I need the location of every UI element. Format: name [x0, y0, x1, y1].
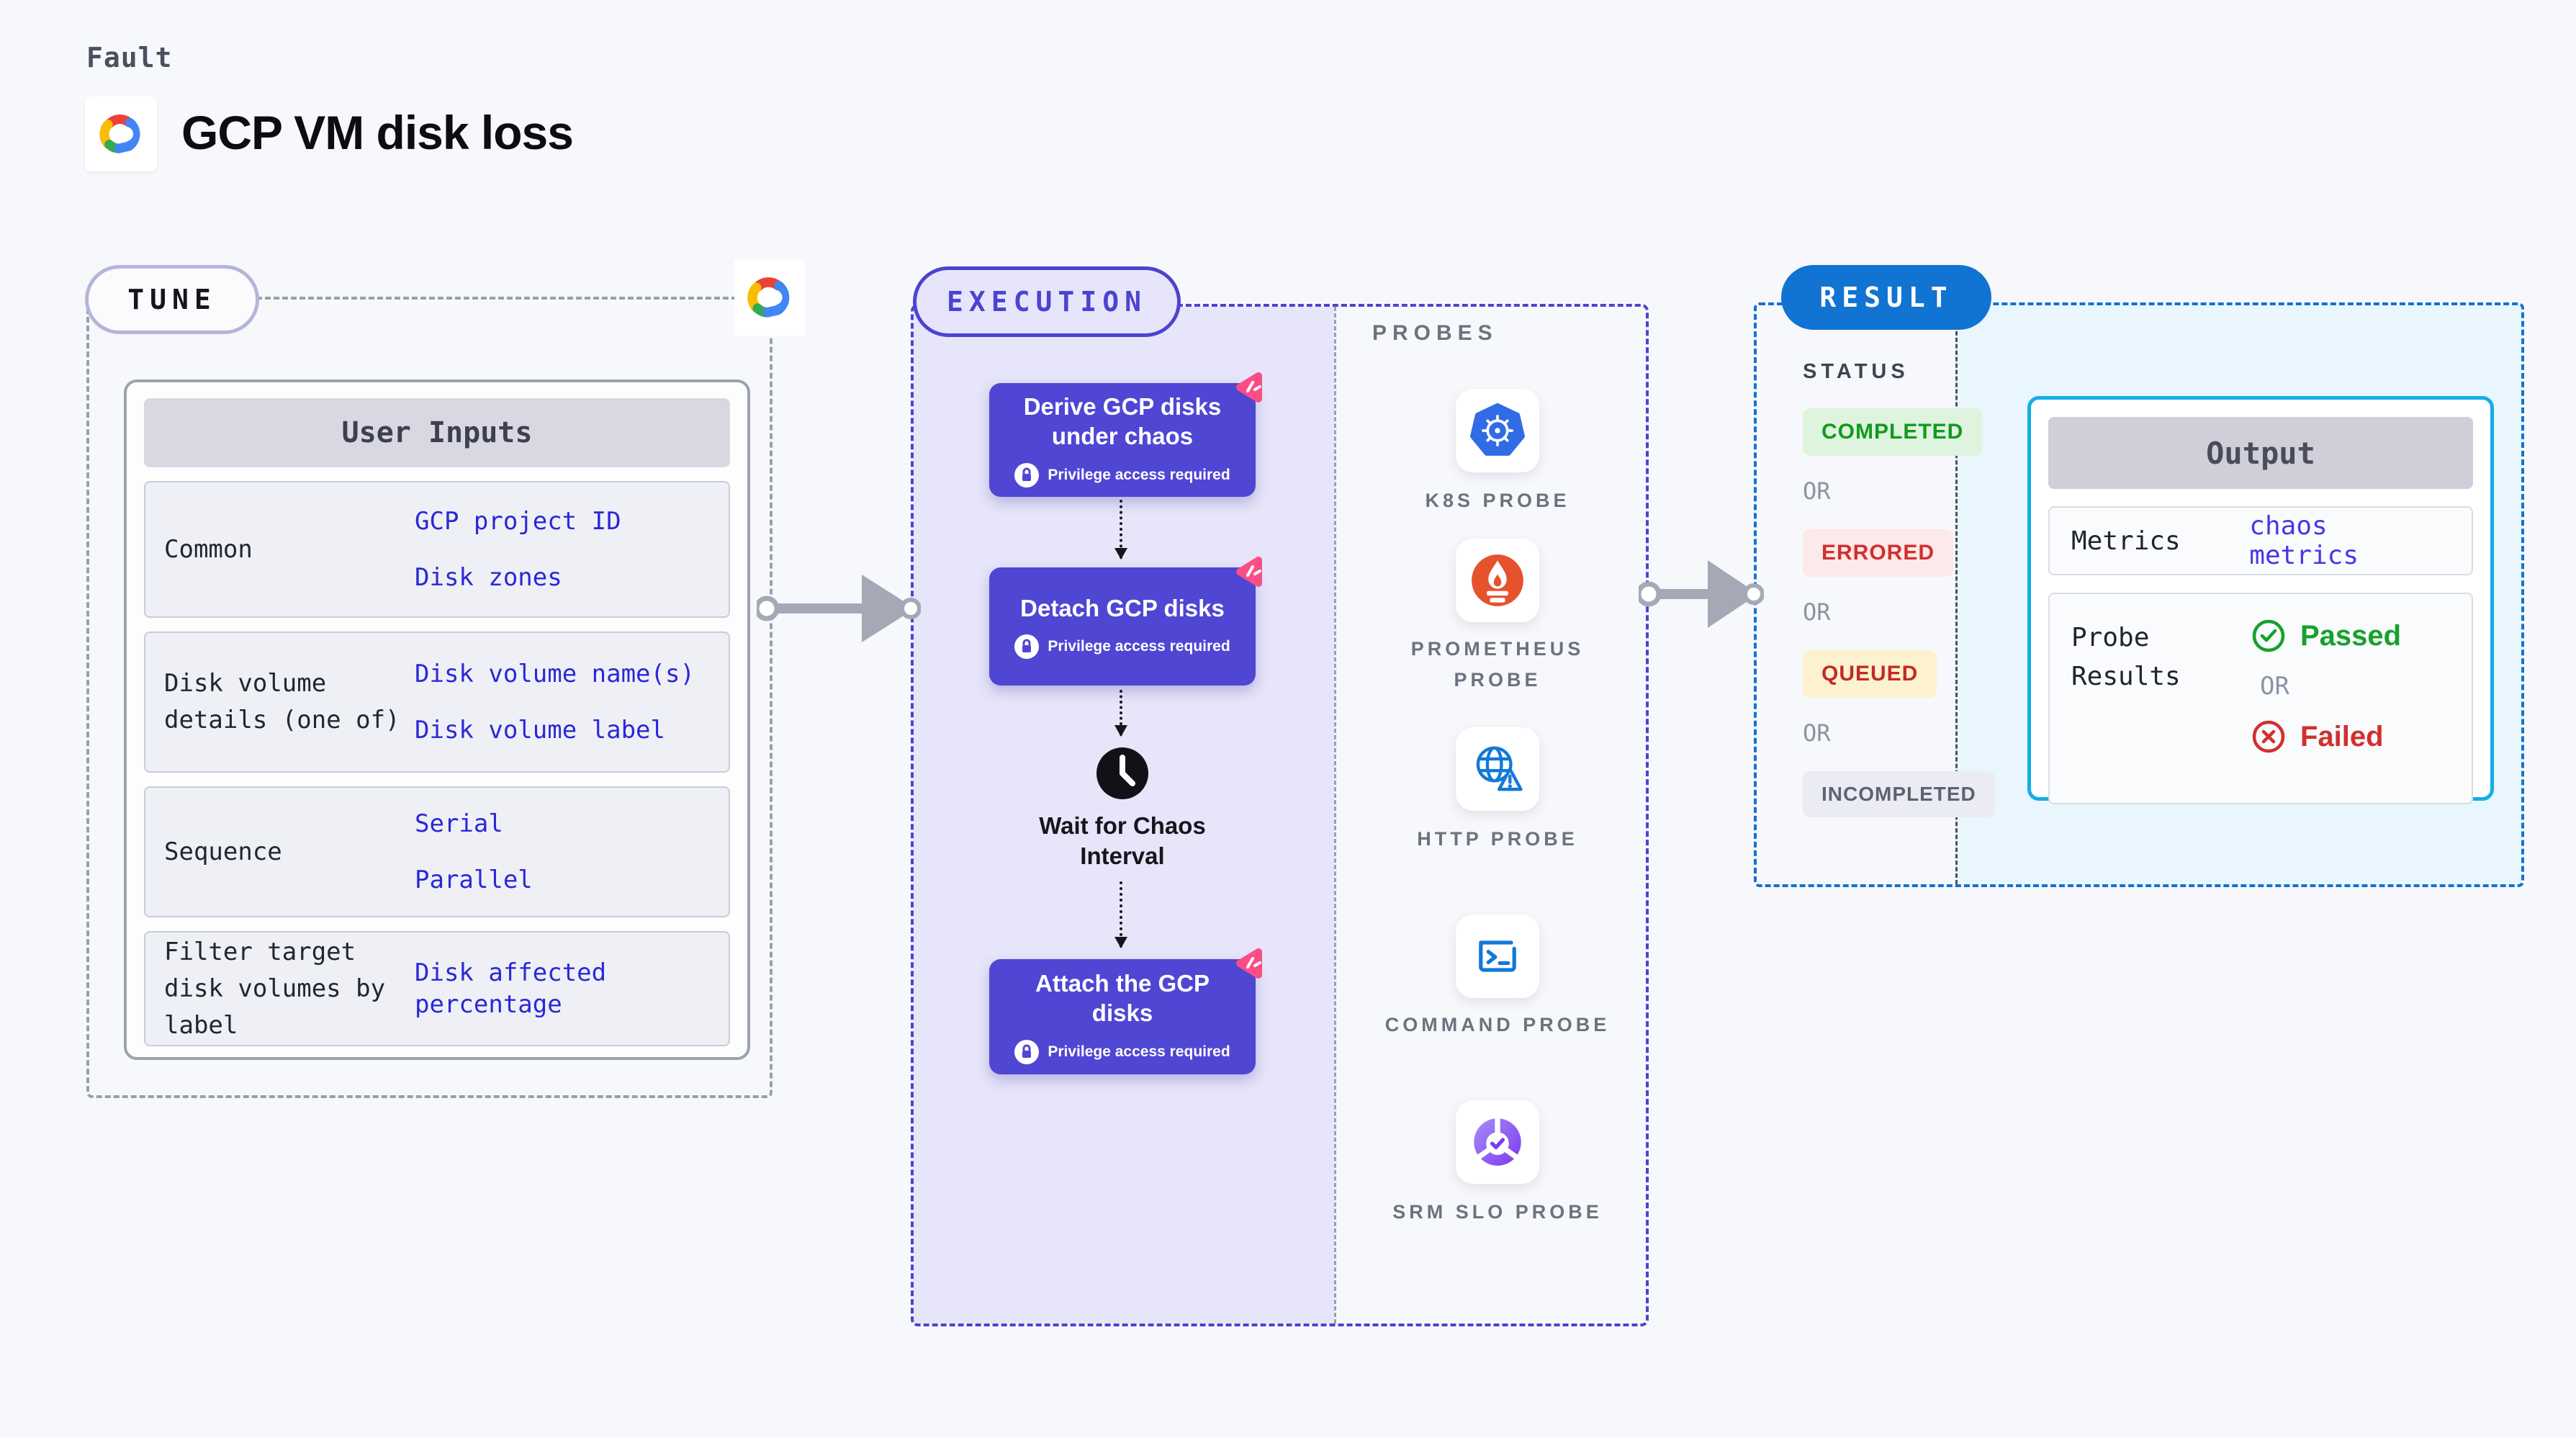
probe-tile-prometheus	[1456, 539, 1539, 622]
prometheus-icon	[1472, 554, 1523, 606]
or-separator: OR	[1803, 719, 1831, 747]
row-label: Sequence	[164, 837, 282, 866]
row-label: Disk volume details (one of)	[164, 669, 400, 734]
lock-icon	[1014, 634, 1040, 660]
row-values: Disk volume name(s) Disk volume label	[402, 658, 710, 746]
row-value: GCP project ID	[415, 506, 621, 536]
status-label: STATUS	[1803, 360, 1909, 383]
step-title: Attach the GCP disks	[1035, 970, 1210, 1026]
metrics-label: Metrics	[2071, 526, 2181, 556]
status-badge-errored: ERRORED	[1803, 529, 1954, 577]
tune-pill: TUNE	[85, 265, 259, 334]
privilege-label: Privilege access required	[1048, 466, 1230, 483]
user-inputs-header: User Inputs	[144, 398, 730, 467]
probe-tile-k8s	[1456, 389, 1539, 472]
failed-label: Failed	[2300, 720, 2384, 752]
probe-results-label: Probe Results	[2071, 623, 2181, 691]
gcp-cloud-icon	[99, 114, 140, 153]
privilege-row: Privilege access required	[1014, 634, 1230, 660]
step-title: Derive GCP disks under chaos	[1023, 393, 1222, 449]
row-value: Parallel	[415, 866, 533, 894]
probe-results-values: Passed OR Failed	[2251, 619, 2401, 803]
privilege-row: Privilege access required	[1014, 462, 1230, 487]
table-row: Common GCP project ID Disk zones	[144, 481, 730, 618]
status-badge-incompleted: INCOMPLETED	[1803, 771, 1995, 817]
probe-label: COMMAND PROBE	[1384, 1014, 1611, 1035]
gcp-corner-tile	[734, 259, 805, 336]
step-detach-gcp-disks: Detach GCP disks Privilege access requir…	[989, 557, 1262, 686]
row-value: Disk zones	[415, 563, 562, 592]
passed-label: Passed	[2300, 619, 2402, 652]
probe-label: SRM SLO PROBE	[1392, 1201, 1603, 1223]
tune-section-box	[86, 297, 773, 1098]
table-row: Sequence Serial Parallel	[144, 786, 730, 917]
step-derive-gcp-disks: Derive GCP disks under chaos Privilege a…	[989, 372, 1262, 497]
probe-tile-http	[1456, 727, 1539, 811]
privilege-label: Privilege access required	[1048, 1043, 1230, 1060]
privilege-row: Privilege access required	[1014, 1039, 1230, 1064]
row-label: Common	[164, 534, 253, 564]
status-badge-completed: COMPLETED	[1803, 408, 1983, 456]
row-value: Disk volume name(s)	[415, 659, 695, 688]
or-separator: OR	[1803, 598, 1831, 626]
probes-section-label: PROBES	[1372, 321, 1498, 345]
user-inputs-card: User Inputs Common GCP project ID Disk z…	[124, 379, 750, 1060]
step-connector-arrow	[1114, 500, 1127, 560]
wait-for-chaos-label: Wait for Chaos Interval	[1039, 812, 1206, 870]
or-separator: OR	[2260, 672, 2289, 701]
probe-label: HTTP PROBE	[1417, 828, 1578, 850]
privilege-label: Privilege access required	[1048, 638, 1230, 655]
terminal-icon	[1479, 940, 1516, 972]
or-separator: OR	[1803, 477, 1831, 505]
row-value: Serial	[415, 809, 503, 838]
fault-kicker: Fault	[86, 42, 173, 73]
failed-result: Failed	[2251, 719, 2401, 754]
step-title: Detach GCP disks	[1020, 594, 1225, 621]
row-values: GCP project ID Disk zones	[402, 505, 710, 593]
status-column: STATUS COMPLETED OR ERRORED OR QUEUED OR…	[1803, 360, 1995, 817]
metrics-value: chaos metrics	[2249, 511, 2359, 570]
slo-chart-icon	[1474, 1115, 1521, 1166]
x-circle-icon	[2252, 720, 2285, 753]
row-label: Filter target disk volumes by label	[164, 937, 386, 1040]
step-connector-arrow	[1114, 690, 1127, 737]
probe-tile-command	[1456, 915, 1539, 998]
execution-pill: EXECUTION	[913, 266, 1181, 337]
row-values: Disk affected percentage	[402, 957, 710, 1020]
table-row: Filter target disk volumes by label Disk…	[144, 931, 730, 1046]
chaos-badge-icon	[1236, 372, 1262, 403]
passed-result: Passed	[2251, 619, 2401, 653]
page-title: GCP VM disk loss	[181, 106, 574, 159]
execution-probes-divider	[1334, 307, 1336, 1324]
probe-tile-srm-slo	[1456, 1100, 1539, 1184]
result-divider	[1955, 305, 1958, 884]
probes-to-result-arrow	[1639, 560, 1764, 628]
gcp-logo-tile	[85, 96, 157, 171]
lock-icon	[1014, 1039, 1040, 1064]
chaos-badge-icon	[1236, 557, 1262, 587]
probe-results-row: Probe Results Passed OR Failed	[2048, 593, 2473, 804]
chaos-badge-icon	[1236, 948, 1262, 979]
step-attach-gcp-disks: Attach the GCP disks Privilege access re…	[989, 948, 1262, 1074]
result-pill: RESULT	[1781, 265, 1991, 330]
probe-label: K8S PROBE	[1425, 490, 1570, 511]
kubernetes-icon	[1470, 403, 1525, 456]
row-values: Serial Parallel	[402, 808, 710, 896]
row-value: Disk volume label	[415, 716, 665, 745]
metrics-row: Metrics chaos metrics	[2048, 506, 2473, 575]
output-card: Output Metrics chaos metrics Probe Resul…	[2027, 396, 2494, 804]
execution-probes-box	[911, 304, 1649, 1326]
gcp-cloud-icon	[747, 277, 790, 318]
http-globe-icon	[1476, 746, 1523, 791]
probe-label: PROMETHEUS PROBE	[1410, 638, 1585, 691]
output-header: Output	[2048, 417, 2473, 489]
wait-clock-icon	[1095, 746, 1150, 804]
step-connector-arrow	[1114, 881, 1127, 948]
status-badge-queued: QUEUED	[1803, 650, 1937, 698]
table-row: Disk volume details (one of) Disk volume…	[144, 632, 730, 773]
lock-icon	[1014, 462, 1040, 487]
check-circle-icon	[2252, 619, 2285, 652]
row-value: Disk affected percentage	[415, 958, 607, 1019]
tune-to-execution-arrow	[757, 575, 921, 642]
